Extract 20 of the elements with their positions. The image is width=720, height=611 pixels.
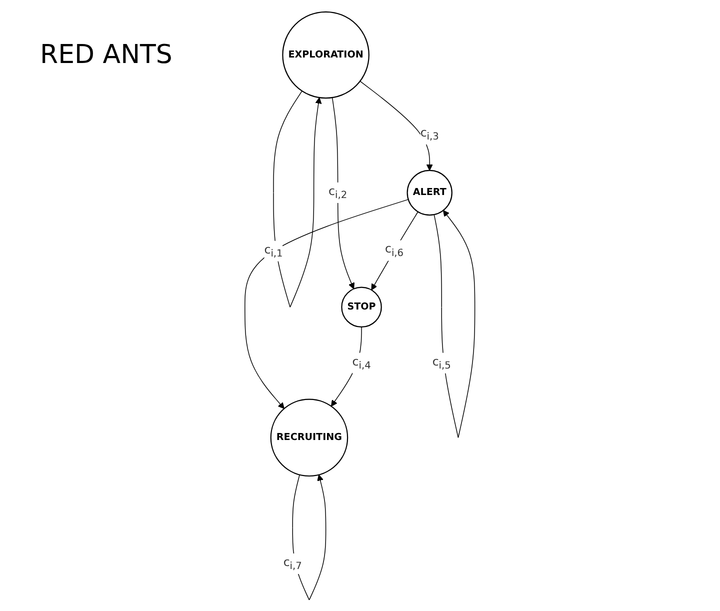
- edge-label: c$_{i,2}$: [328, 183, 348, 200]
- arrow: [331, 326, 362, 406]
- node-circle: RECRUITING: [270, 398, 348, 476]
- edge-label: c$_{i,5}$: [432, 354, 452, 371]
- arrow: [360, 80, 433, 170]
- node-circle: EXPLORATION: [282, 10, 370, 98]
- arrow: [292, 474, 326, 600]
- arrow: [434, 210, 476, 438]
- diagram-title: RED ANTS: [40, 40, 172, 70]
- edge-label: c$_{i,3}$: [420, 124, 440, 142]
- edge-label: c$_{i,4}$: [352, 354, 371, 371]
- node-circle: ALERT: [406, 169, 453, 216]
- edge-label: c$_{i,1}$: [264, 242, 283, 259]
- node-circle: STOP: [341, 286, 382, 328]
- arrow: [371, 210, 418, 290]
- edge-label: c$_{i,6}$: [385, 241, 404, 258]
- arrow: [273, 90, 322, 308]
- edge-label: c$_{i,7}$: [283, 554, 302, 572]
- arrow: [332, 96, 355, 289]
- arrow: [244, 198, 409, 408]
